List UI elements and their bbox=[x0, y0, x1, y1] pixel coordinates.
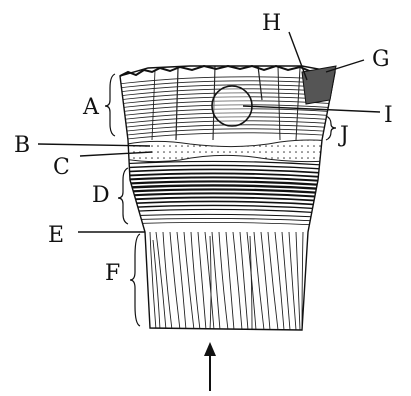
label-f: F bbox=[105, 261, 120, 286]
bracket-d bbox=[118, 168, 128, 224]
bracket-f bbox=[130, 234, 140, 326]
label-e: E bbox=[48, 223, 64, 248]
bracket-a bbox=[105, 74, 115, 136]
arrow-head bbox=[204, 342, 216, 356]
label-i: I bbox=[384, 103, 393, 128]
label-c: C bbox=[53, 155, 70, 180]
label-j: J bbox=[338, 123, 349, 148]
leader-line-g bbox=[326, 60, 364, 72]
label-h: H bbox=[262, 11, 281, 36]
label-d: D bbox=[92, 183, 110, 208]
corner-cap bbox=[302, 66, 336, 104]
label-b: B bbox=[14, 133, 30, 158]
bracket-j bbox=[326, 116, 336, 140]
label-a: A bbox=[82, 95, 100, 120]
label-g: G bbox=[372, 47, 390, 72]
